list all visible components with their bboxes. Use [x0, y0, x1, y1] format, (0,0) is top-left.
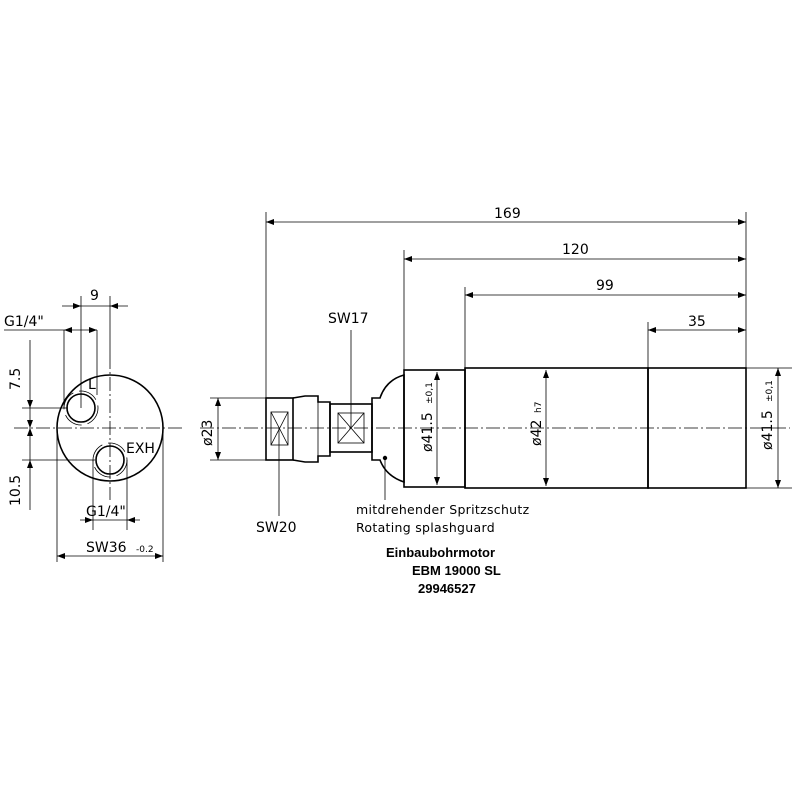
end-view: L EXH 9 G1/4" 7.5 10.5 G1/4"	[4, 288, 185, 562]
len99-arrow-left	[465, 292, 473, 298]
dia23-arrow-top	[215, 398, 221, 406]
dim-7-5-arrow-bottom	[27, 428, 33, 436]
nut-sw20	[265, 397, 294, 461]
rear-section	[647, 367, 747, 489]
sw36-tol-text: -0.2	[136, 545, 154, 555]
len120-text: 120	[562, 242, 589, 258]
splashguard-marker	[382, 455, 388, 461]
len120-arrow-right	[738, 256, 746, 262]
len99-arrow-right	[738, 292, 746, 298]
dia41-left-tol: ±0,1	[425, 382, 435, 404]
title-block: Einbaubohrmotor EBM 19000 SL 29946527	[386, 545, 501, 596]
port-l-label: L	[88, 377, 96, 393]
port-exh-label: EXH	[126, 441, 155, 457]
dia41-right-arrow-top	[775, 368, 781, 376]
nut-sw20-diag2	[270, 411, 289, 446]
len35-arrow-left	[648, 327, 656, 333]
title-line2: EBM 19000 SL	[412, 563, 501, 578]
splashguard	[371, 373, 405, 484]
dia42-arrow-bottom	[543, 478, 549, 486]
len169-arrow-right	[738, 219, 746, 225]
dim-9-arrow-left	[73, 303, 81, 309]
thread-bottom-arrow-right	[127, 517, 135, 523]
dim-9-arrow-right	[110, 303, 118, 309]
dia23-text: ø23	[200, 420, 216, 446]
thread-top-label: G1/4"	[4, 314, 44, 330]
dim-10-5-arrow-top	[27, 420, 33, 428]
dia42-text: ø42	[529, 420, 545, 446]
dim-7-5-text: 7.5	[8, 368, 24, 390]
dim-10-5-text: 10.5	[8, 475, 24, 506]
len35-text: 35	[688, 314, 706, 330]
dim-9-text: 9	[90, 288, 99, 304]
dia41-right-arrow-bottom	[775, 480, 781, 488]
dia41-right-text: ø41.5	[760, 410, 776, 450]
dia41-left-arrow-top	[434, 372, 440, 380]
dia42-arrow-top	[543, 370, 549, 378]
title-line1: Einbaubohrmotor	[386, 545, 495, 560]
dia23-arrow-bottom	[215, 452, 221, 460]
sw20-label: SW20	[256, 520, 297, 536]
sw36-text: SW36	[86, 540, 127, 556]
port-exh-hole	[95, 445, 125, 475]
dim-10-5-arrow-bottom	[27, 460, 33, 468]
dia42-tol: h7	[534, 402, 544, 413]
side-view: ø23 ø41.5 ±0,1 ø42 h7 ø41.5 ±0,1 169	[200, 206, 792, 536]
nut-sw20-flat	[270, 411, 289, 446]
thread-top-arrow-left	[64, 327, 72, 333]
len169-text: 169	[494, 206, 521, 222]
title-line3: 29946527	[418, 581, 476, 596]
splashguard-note-de: mitdrehender Spritzschutz	[356, 502, 530, 517]
dia41-left-text: ø41.5	[420, 412, 436, 452]
len120-arrow-left	[404, 256, 412, 262]
sw17-label: SW17	[328, 311, 369, 327]
len169-arrow-left	[266, 219, 274, 225]
splashguard-note-en: Rotating splashguard	[356, 520, 495, 535]
dia41-left-arrow-bottom	[434, 477, 440, 485]
thread-top-arrow-right	[89, 327, 97, 333]
thread-bottom-arrow-left	[85, 517, 93, 523]
dia41-right-tol: ±0,1	[765, 380, 775, 402]
sw36-arrow-left	[57, 553, 65, 559]
collet-body	[292, 395, 331, 463]
len99-text: 99	[596, 278, 614, 294]
len35-arrow-right	[738, 327, 746, 333]
dim-7-5-arrow-top	[27, 400, 33, 408]
sw36-arrow-right	[155, 553, 163, 559]
thread-bottom-label: G1/4"	[86, 504, 126, 520]
